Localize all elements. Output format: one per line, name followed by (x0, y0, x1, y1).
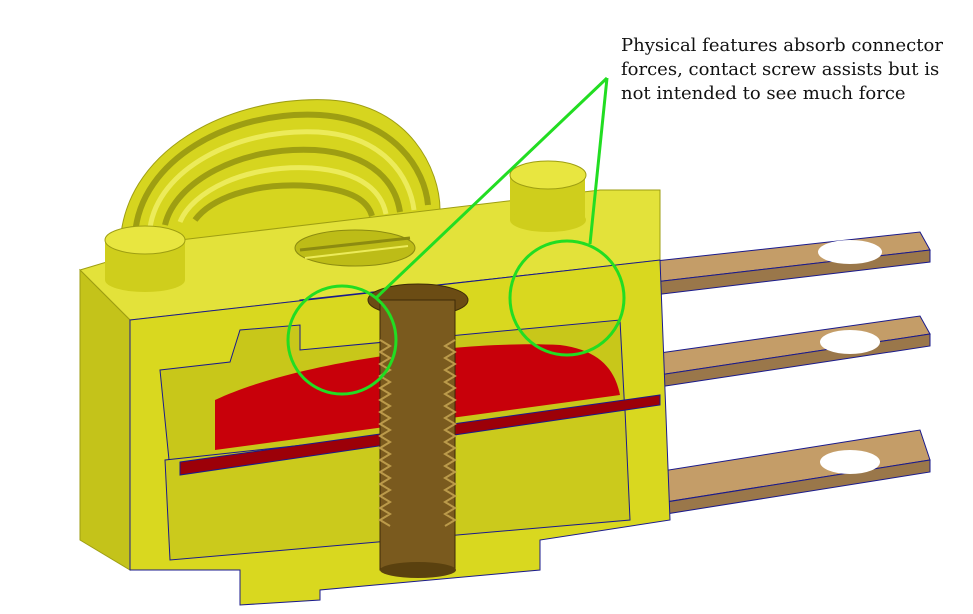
ridged-dome (119, 99, 441, 251)
green-highlight-circles (286, 76, 626, 396)
annotation-callout: Physical features absorb connector force… (621, 34, 961, 106)
annotation-line-2: forces, contact screw assists but is (621, 59, 940, 80)
annotation-line-3: not intended to see much force (621, 83, 906, 104)
mounting-post-right (509, 160, 587, 232)
contact-screw (367, 283, 469, 578)
annotation-line-1: Physical features absorb connector (621, 35, 943, 56)
mounting-post-left (104, 225, 186, 292)
